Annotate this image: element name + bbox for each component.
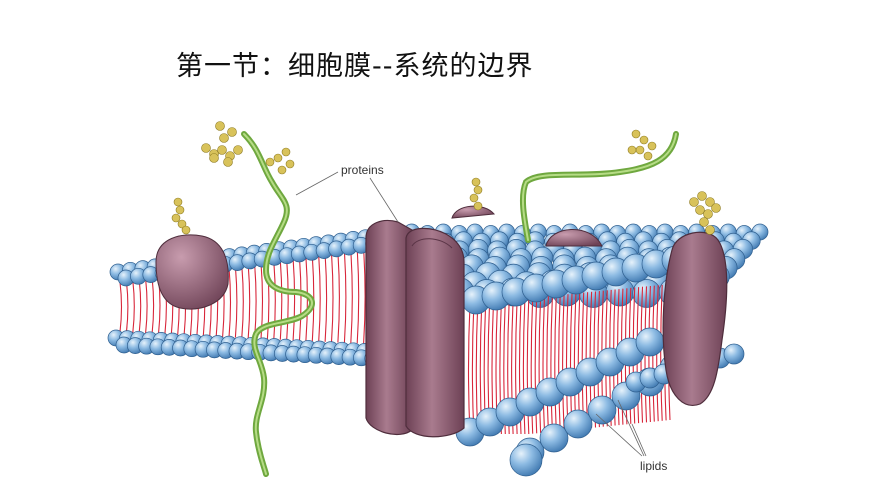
sugar-cluster-top-right [628, 130, 656, 160]
peripheral-protein-left [156, 235, 228, 309]
glycoprotein-chain-left [244, 134, 312, 474]
peripheral-protein-top-center [452, 206, 494, 218]
membrane-slab-left [108, 228, 394, 367]
transmembrane-protein-right [663, 232, 727, 405]
sugar-cluster-left-protein [172, 198, 190, 234]
proteins-label: proteins [341, 163, 384, 177]
proteins-label-group: proteins [296, 163, 398, 222]
sugar-cluster-center [470, 178, 482, 210]
lipids-label: lipids [640, 459, 667, 473]
sugar-cluster-mid-left [266, 148, 294, 174]
sugar-cluster-top-left [202, 122, 243, 167]
transmembrane-channel-protein [366, 221, 464, 437]
lipid-heads-left-bottom [108, 330, 392, 367]
